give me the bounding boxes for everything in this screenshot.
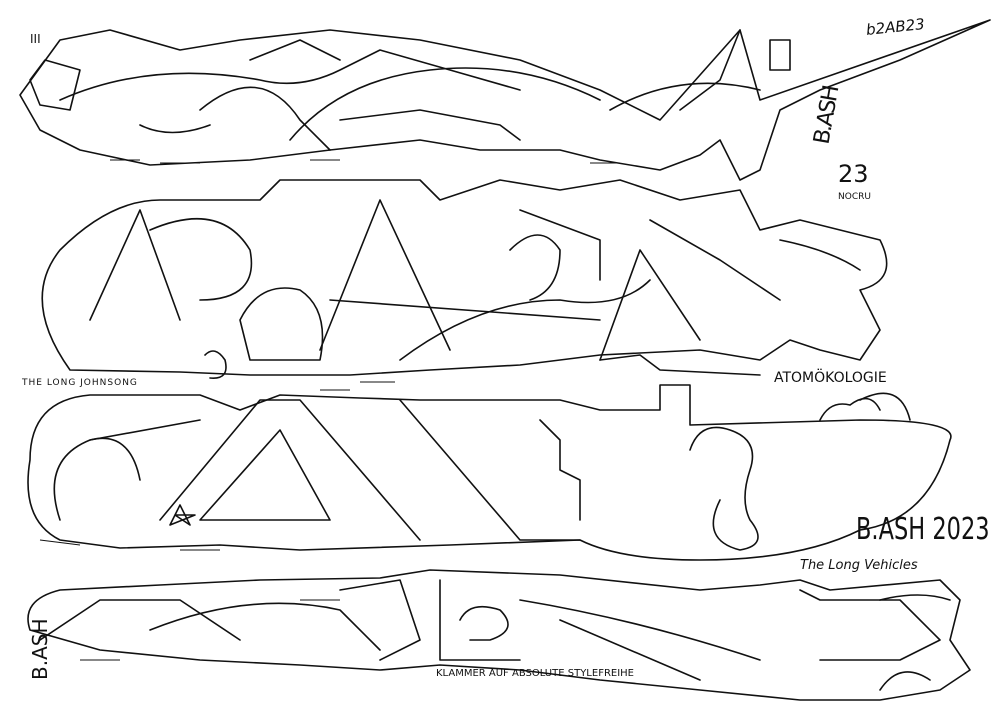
signature-bottom: B.ASH [28, 618, 52, 681]
row3-piece [27, 384, 952, 561]
crew-tag: NOCRU [838, 192, 871, 202]
row4-piece [27, 569, 971, 701]
caption-atomoekologie: ATOMÖKOLOGIE [774, 370, 887, 386]
signature-top-year: 23 [838, 160, 869, 188]
row2-piece [41, 179, 888, 391]
caption-klammer: KLAMMER AUF ABSOLUTE STYLEFREIHE [436, 668, 634, 679]
roman-numeral-label: III [30, 32, 41, 46]
caption-long-vehicles: The Long Vehicles [800, 558, 918, 573]
row1-piece [19, 19, 991, 181]
caption-long-johnsong: THE LONG JOHNSONG [22, 378, 138, 388]
signature-mid: B.ASH 2023 [856, 512, 990, 547]
